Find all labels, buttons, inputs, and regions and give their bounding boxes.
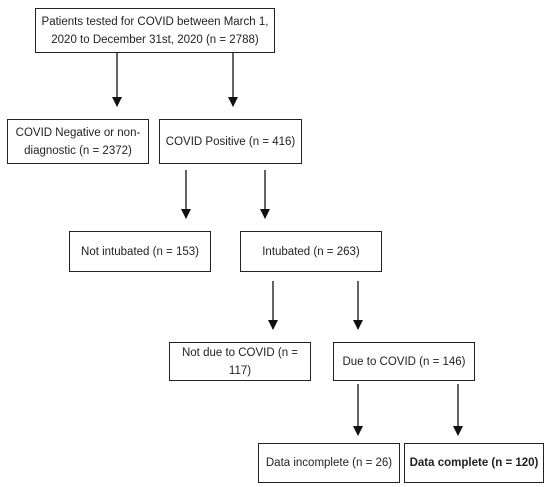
box-tested: Patients tested for COVID between March …: [35, 8, 275, 53]
box-not-due-to-covid-label: Not due to COVID (n = 117): [181, 346, 298, 377]
box-intubated: Intubated (n = 263): [240, 231, 382, 272]
box-due-to-covid-label: Due to COVID (n = 146): [342, 355, 466, 368]
box-not-intubated: Not intubated (n = 153): [69, 231, 211, 272]
box-data-incomplete: Data incomplete (n = 26): [258, 443, 400, 483]
box-covid-negative-label: COVID Negative or non-diagnostic (n = 23…: [15, 126, 141, 157]
box-not-due-to-covid: Not due to COVID (n = 117): [169, 342, 311, 381]
box-due-to-covid: Due to COVID (n = 146): [333, 342, 475, 381]
box-covid-positive-label: COVID Positive (n = 416): [165, 135, 296, 148]
box-covid-negative: COVID Negative or non-diagnostic (n = 23…: [7, 119, 149, 164]
box-covid-positive: COVID Positive (n = 416): [159, 119, 302, 164]
box-data-complete-label: Data complete (n = 120): [409, 457, 539, 469]
box-data-incomplete-label: Data incomplete (n = 26): [265, 457, 393, 469]
box-not-intubated-label: Not intubated (n = 153): [81, 245, 199, 258]
box-data-complete: Data complete (n = 120): [404, 443, 544, 483]
box-tested-label: Patients tested for COVID between March …: [41, 15, 269, 46]
box-intubated-label: Intubated (n = 263): [262, 245, 360, 258]
